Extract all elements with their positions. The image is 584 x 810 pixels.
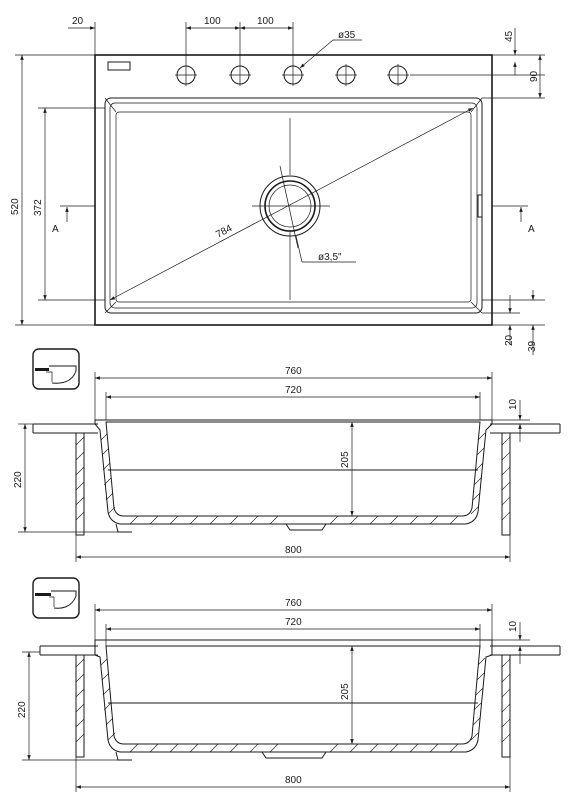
dim-cutout-width: 800 — [285, 775, 302, 786]
dim-hole-top-offset: 45 — [504, 30, 515, 42]
dim-rim-height: 10 — [508, 398, 519, 410]
dim-drain-diameter: ø3,5" — [318, 252, 342, 263]
bowl-floor — [115, 111, 472, 303]
dim-hole-row-height: 90 — [529, 70, 540, 82]
section-view-1: 760 720 10 205 220 800 — [13, 348, 561, 562]
dim-diagonal: 784 — [214, 223, 234, 241]
bowl-inner-rim — [109, 102, 478, 309]
dim-rim-height: 10 — [508, 620, 519, 632]
dim-outer-width: 760 — [285, 366, 302, 377]
dim-hole-spacing-2: 100 — [257, 16, 274, 27]
bowl-rim — [104, 97, 483, 314]
dim-edge-offset: 20 — [72, 16, 84, 27]
dim-bowl-depth: 372 — [33, 199, 44, 216]
sink-section-inner — [105, 645, 481, 745]
dim-bowl-height: 205 — [340, 451, 351, 468]
section-marker-left: A — [52, 224, 59, 235]
dim-hole-spacing-1: 100 — [204, 16, 221, 27]
top-view: 784 ø3,5" 20 — [10, 16, 545, 355]
dim-bottom-rim: 20 — [504, 334, 515, 346]
dim-outer-width: 760 — [285, 598, 302, 609]
dim-bowl-height: 205 — [340, 683, 351, 700]
drain — [252, 165, 356, 263]
dim-total-height: 220 — [13, 471, 24, 488]
dim-total-height: 220 — [17, 701, 28, 718]
dim-inner-width: 720 — [285, 385, 302, 396]
sink-section-outer — [94, 419, 493, 525]
side-clip — [477, 194, 483, 218]
dim-hole-diameter: ø35 — [338, 30, 356, 41]
tap-holes — [175, 64, 409, 86]
overflow-slot — [107, 61, 131, 71]
sink-outline — [94, 54, 493, 326]
dim-inner-width: 720 — [285, 617, 302, 628]
sink-section-outer — [94, 639, 493, 753]
section-view-2: 760 720 10 205 220 800 — [17, 577, 561, 792]
install-type-icon — [32, 348, 80, 390]
diagonal-line — [109, 107, 474, 301]
dim-cutout-width: 800 — [285, 545, 302, 556]
dim-bottom-offset: 39 — [527, 340, 538, 352]
install-type-icon — [32, 577, 80, 619]
section-marker-right: A — [528, 224, 535, 235]
dim-total-depth: 520 — [10, 198, 21, 215]
sink-section-inner — [105, 421, 481, 517]
